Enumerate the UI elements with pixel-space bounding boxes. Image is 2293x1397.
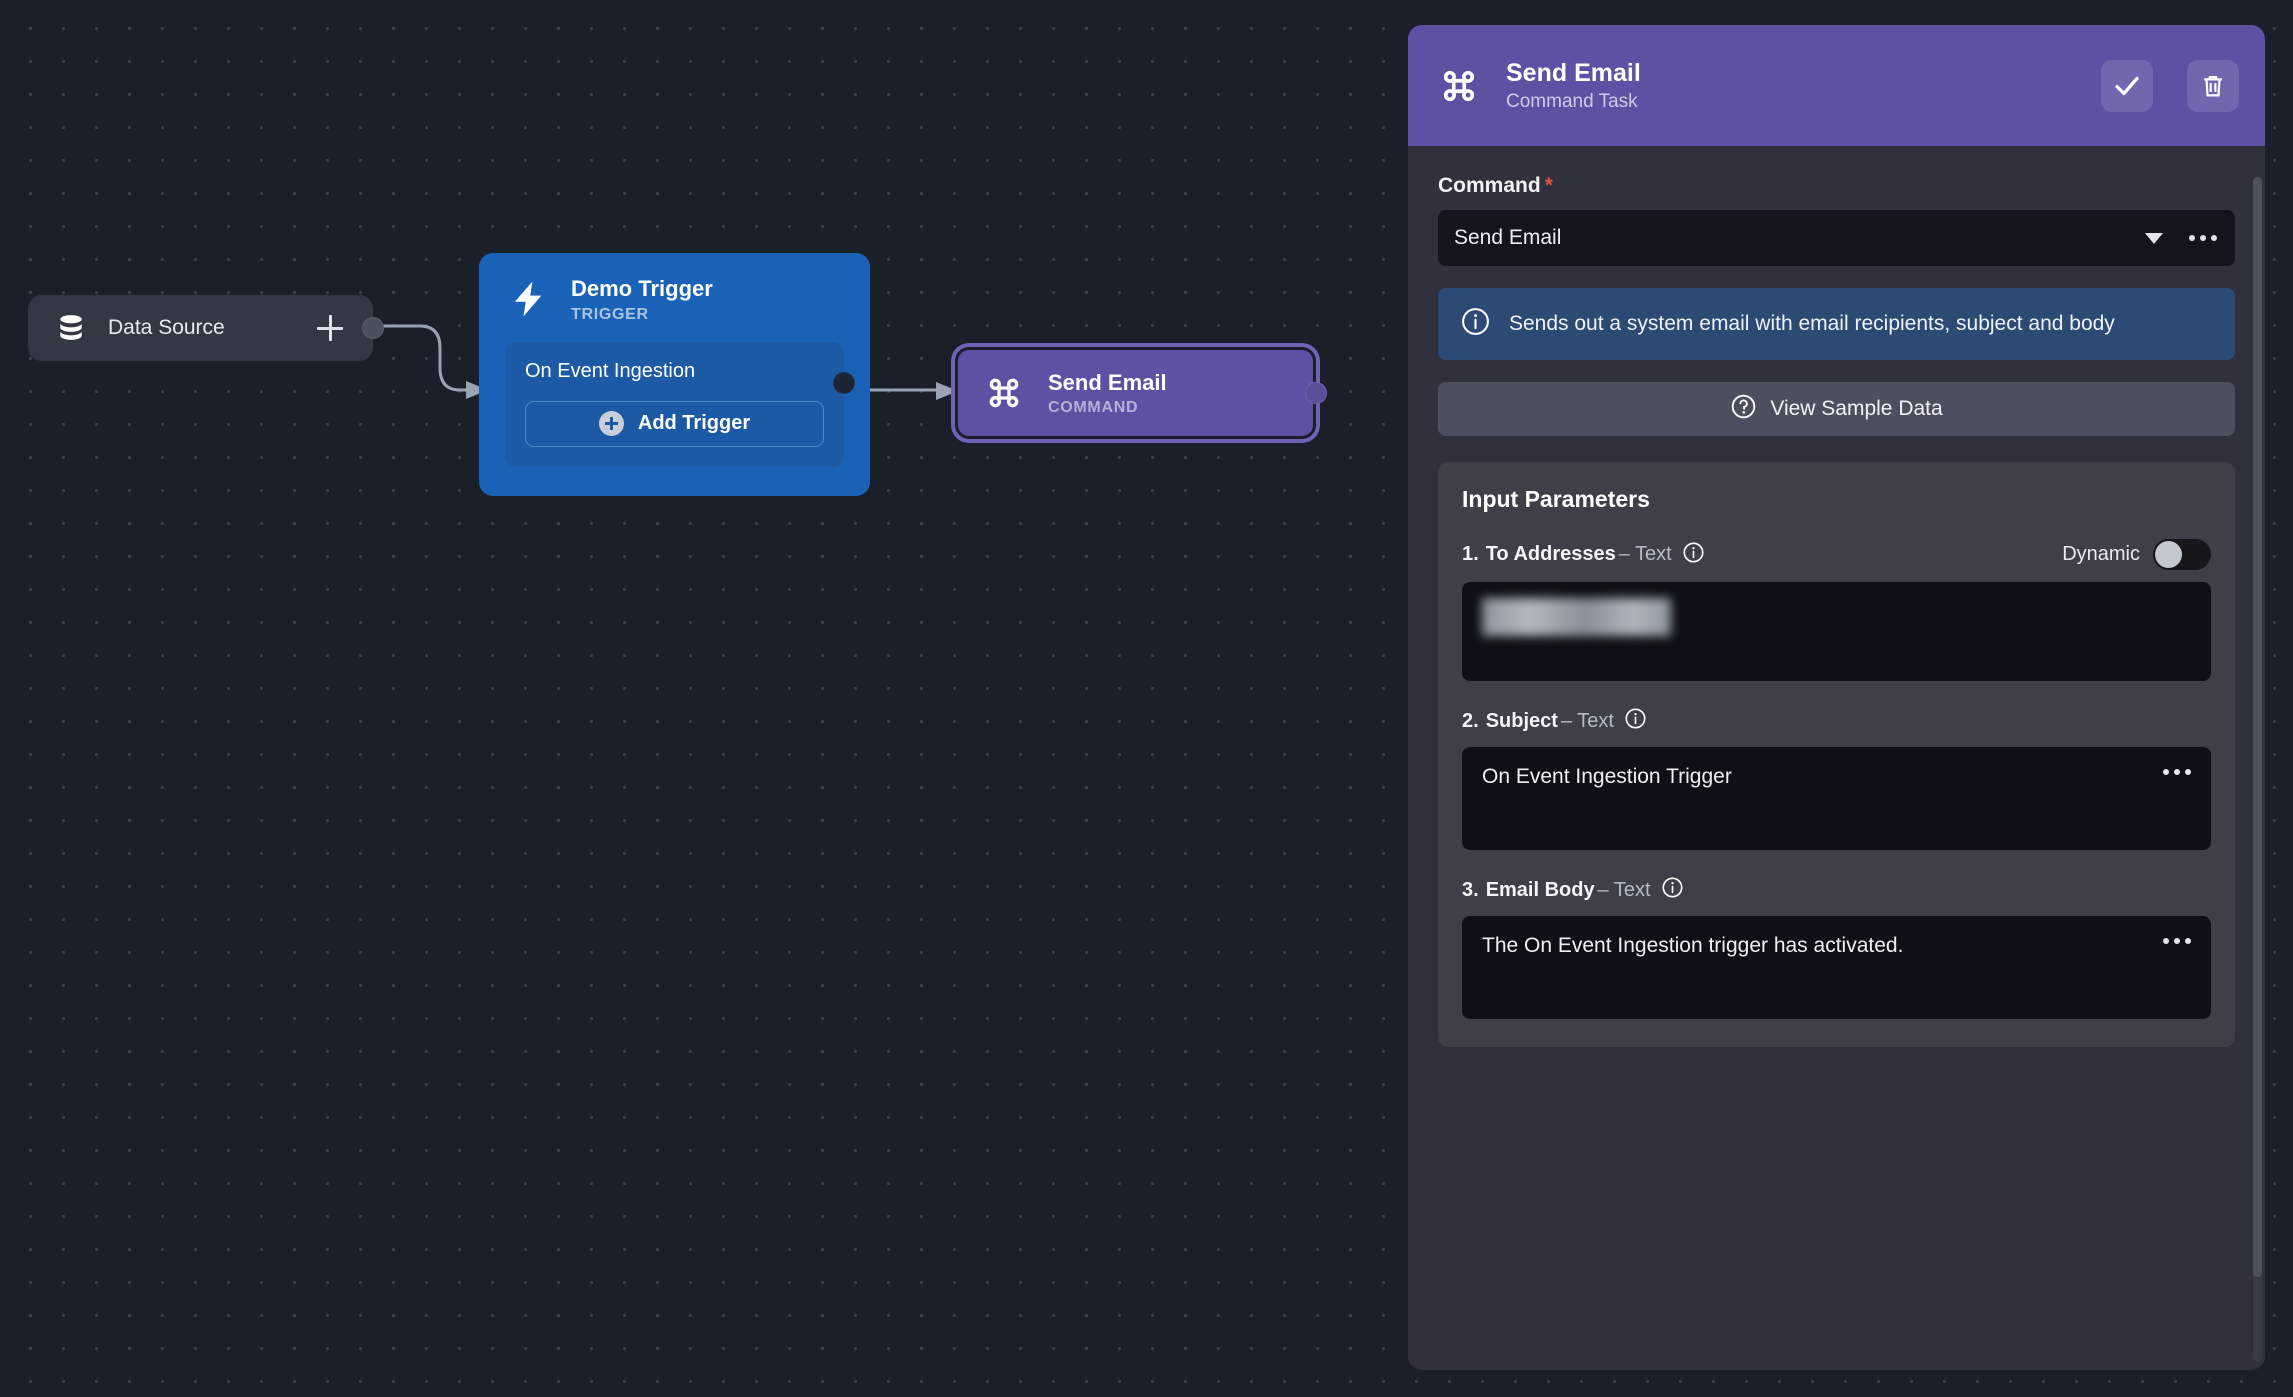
command-node-title: Send Email: [1048, 369, 1167, 395]
toggle-knob: [2155, 541, 2182, 568]
info-icon[interactable]: [1624, 707, 1647, 735]
command-description-text: Sends out a system email with email reci…: [1509, 311, 2115, 335]
dynamic-toggle[interactable]: [2153, 539, 2211, 570]
email-body-input[interactable]: The On Event Ingestion trigger has activ…: [1462, 916, 2211, 1019]
view-sample-data-label: View Sample Data: [1770, 397, 1943, 420]
command-node-subtitle: COMMAND: [1048, 399, 1139, 417]
parameter-index: 2.: [1462, 709, 1479, 732]
parameter-header: 2. Subject – Text: [1462, 707, 2211, 735]
command-select[interactable]: Send Email: [1438, 210, 2235, 266]
panel-title: Send Email: [1506, 58, 1641, 87]
trigger-event-label[interactable]: On Event Ingestion: [525, 359, 696, 382]
panel-body: Command* Send Email Sends out a system e…: [1408, 146, 2265, 1047]
subject-value: On Event Ingestion Trigger: [1482, 765, 1732, 788]
question-circle-icon: [1730, 393, 1757, 426]
parameter-header: 3. Email Body – Text: [1462, 876, 2211, 904]
trigger-subtitle: TRIGGER: [571, 305, 649, 323]
parameter-index: 3.: [1462, 878, 1479, 901]
ellipsis-icon[interactable]: [2163, 938, 2191, 944]
command-select-value: Send Email: [1454, 226, 1562, 249]
parameter-type: – Text: [1597, 878, 1651, 901]
task-properties-panel: Send Email Command Task Comm: [1408, 25, 2265, 1370]
confirm-button[interactable]: [2101, 59, 2153, 112]
dynamic-toggle-label: Dynamic: [2062, 543, 2140, 565]
view-sample-data-button[interactable]: View Sample Data: [1438, 382, 2235, 436]
parameter-row: 1. To Addresses – Text Dynamic: [1462, 539, 2211, 681]
parameter-name: Email Body: [1485, 878, 1595, 901]
redacted-email-chip: [1482, 598, 1671, 636]
panel-header: Send Email Command Task: [1408, 25, 2265, 146]
input-parameters-card: Input Parameters 1. To Addresses – Text: [1438, 462, 2235, 1047]
node-demo-trigger[interactable]: Demo Trigger TRIGGER On Event Ingestion …: [479, 253, 870, 496]
parameter-header: 1. To Addresses – Text Dynamic: [1462, 539, 2211, 570]
email-body-value: The On Event Ingestion trigger has activ…: [1482, 934, 1904, 957]
panel-scrollbar[interactable]: [2253, 177, 2262, 1362]
scrollbar-thumb[interactable]: [2253, 177, 2262, 1277]
delete-button[interactable]: [2187, 59, 2239, 112]
add-trigger-label: Add Trigger: [637, 412, 751, 434]
subject-input[interactable]: On Event Ingestion Trigger: [1462, 747, 2211, 850]
trigger-body: On Event Ingestion Add Trigger: [505, 341, 855, 467]
to-addresses-input[interactable]: [1462, 582, 2211, 681]
info-icon: [1460, 306, 1491, 342]
add-trigger-button[interactable]: Add Trigger: [525, 400, 824, 447]
command-icon: [1436, 63, 1482, 109]
trigger-header: Demo Trigger TRIGGER: [505, 275, 844, 324]
parameter-type: – Text: [1560, 709, 1614, 732]
ellipsis-icon[interactable]: [2189, 235, 2217, 241]
parameter-name: Subject: [1485, 709, 1558, 732]
command-output-port[interactable]: [1305, 382, 1327, 404]
data-source-label: Data Source: [108, 316, 225, 339]
command-label-text: Command: [1438, 174, 1541, 197]
plus-icon[interactable]: [313, 311, 347, 345]
command-icon: [982, 371, 1026, 415]
node-data-source[interactable]: Data Source: [28, 295, 384, 361]
lightning-bolt-icon: [505, 276, 551, 322]
parameter-index: 1.: [1462, 543, 1479, 565]
parameter-row: 2. Subject – Text On Event Ingestio: [1462, 707, 2211, 850]
parameter-name: To Addresses: [1485, 543, 1616, 565]
plus-circle-icon: [598, 411, 624, 436]
parameter-type: – Text: [1618, 543, 1672, 565]
required-marker: *: [1544, 174, 1553, 197]
chevron-down-icon[interactable]: [2145, 232, 2163, 244]
parameter-row: 3. Email Body – Text The On Event I: [1462, 876, 2211, 1019]
ellipsis-icon[interactable]: [2163, 769, 2191, 775]
trigger-title: Demo Trigger: [571, 276, 713, 301]
command-description-banner: Sends out a system email with email reci…: [1438, 288, 2235, 360]
info-icon[interactable]: [1661, 876, 1684, 904]
info-icon[interactable]: [1682, 541, 1705, 569]
database-icon: [54, 311, 88, 345]
trigger-output-port[interactable]: [833, 371, 855, 394]
input-parameters-title: Input Parameters: [1462, 486, 1650, 512]
command-field-label: Command*: [1438, 174, 2235, 198]
panel-subtitle: Command Task: [1506, 90, 1638, 112]
node-send-email[interactable]: Send Email COMMAND: [955, 347, 1327, 439]
output-port[interactable]: [362, 317, 384, 339]
